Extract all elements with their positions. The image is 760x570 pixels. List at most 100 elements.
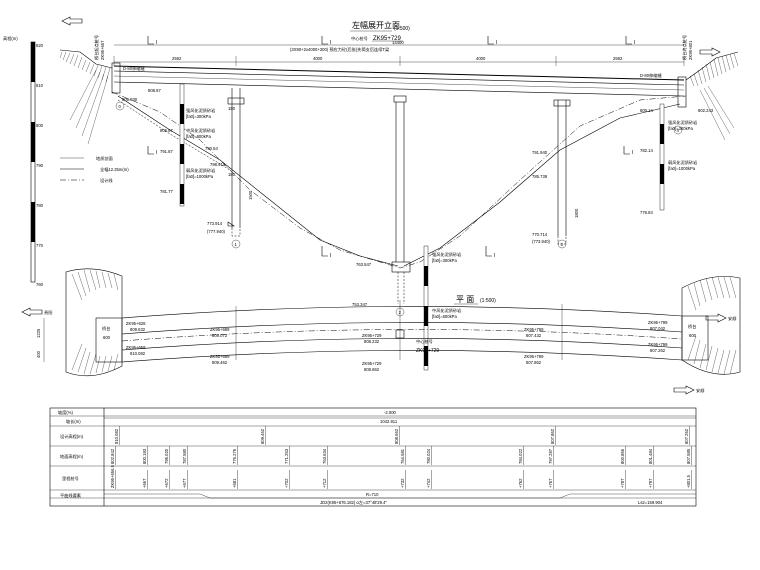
elev-label: 800.14 [640, 108, 653, 113]
plan-bottom-right-arrow-icon [673, 385, 695, 395]
abutment-label: 桥台 [102, 325, 110, 332]
legend-item: 设计线 [100, 177, 113, 184]
soil-value: [fa0]=300kPa [668, 126, 693, 131]
ground-elev-value: 776.276 [232, 448, 237, 464]
right-direction-arrow-icon [699, 47, 721, 57]
section-marker: I [330, 253, 331, 259]
left-abutment-slope [59, 49, 113, 145]
elev-label: 802.243 [698, 108, 714, 113]
expansion-joint-right: D-80伸缩缝 [640, 72, 662, 79]
profile-table: 坡度(%) 坡长(m) 设计高程(m) 地面高程(m) 里程桩号 平曲线要素 -… [49, 407, 697, 507]
elev-tick: 790 [36, 163, 44, 168]
station-id: ZK95+689 [210, 354, 230, 359]
soil-notes: 强风化泥质砂岩 [fa0]=300kPa 中风化泥质砂岩 [fa0]=600kP… [186, 107, 697, 319]
elev-label: 806.87 [160, 128, 173, 133]
dim-label: 150 [228, 106, 236, 111]
table-row-label: 平曲线要素 [60, 492, 81, 499]
station-id: ZK95+799 [648, 342, 668, 347]
legend-item: 全幅12.25m(m) [100, 166, 129, 173]
center-station: ZK95+729 [373, 36, 402, 42]
elev-tick: 780 [36, 203, 44, 208]
soil-value: [fa0]=1000kPa [668, 166, 696, 171]
soil-note: 弱风化泥质砂岩 [668, 159, 697, 166]
station-id: ZK95+769 [524, 354, 544, 359]
ground-line [111, 91, 687, 269]
elevation-view: 左幅展开立面 (1:500) 中心桩号 ZK95+729 高程(m) 820 8… [3, 16, 739, 371]
ground-elev-value: 802.842 [110, 448, 115, 464]
table-row-label: 坡长(m) [66, 418, 81, 425]
expansion-joint-left: D-80伸缩缝 [123, 65, 145, 72]
bridge-deck [111, 62, 687, 108]
station-elev: 809.462 [212, 360, 228, 365]
plan-arrow-label: 贵阳 [44, 309, 52, 316]
elev-label: 773.914 [207, 221, 223, 226]
station-id: ZK95+729 [362, 361, 382, 366]
elev-label: 776.84 [640, 210, 653, 215]
slope-length-value: 1042.911 [380, 419, 398, 424]
station-elev: 807.042 [650, 326, 666, 331]
station-id: ZK95+799 [648, 320, 668, 325]
elev-label: 808.87 [148, 88, 161, 93]
station-value: +742 [426, 478, 431, 488]
plan-center-station: ZK95+729 [416, 348, 439, 354]
design-elev-value: 807.862 [550, 428, 555, 444]
soil-value: [fa0]=300kPa [432, 258, 457, 263]
left-direction-arrow-icon [61, 16, 83, 26]
span-length: 4000 [476, 56, 486, 61]
curve-radius: R=710 [366, 492, 379, 497]
soil-note: 弱风化泥质砂岩 [186, 167, 215, 174]
station-elev: 807.432 [526, 333, 542, 338]
elev-label: (773.940) [532, 239, 551, 244]
section-marker: I [156, 40, 157, 46]
elev-label: (777.940) [207, 229, 226, 234]
ground-elev-value: 801.484 [648, 448, 653, 464]
left-elevation-labels: 809.930 808.87 806.87 791.87 781.77 773.… [122, 88, 253, 234]
station-id: ZK95+628 [126, 321, 146, 326]
plan-right-cone [681, 276, 741, 375]
plan-left-arrow-icon [21, 307, 43, 317]
elev-label: 785.739 [532, 174, 548, 179]
plan-deck-centerline [121, 322, 683, 335]
legend-title: 地质剖面 [96, 155, 113, 162]
elev-label: 781.77 [160, 189, 173, 194]
width-dim: 1225 [36, 328, 41, 338]
soil-value: [fa0]=600kPa [186, 134, 211, 139]
dim-label: 1800 [574, 208, 579, 218]
station-elev: 810.082 [130, 351, 146, 356]
station-value: +762 [518, 478, 523, 488]
station-elev: 808.662 [364, 367, 380, 372]
pier-number: 3 [561, 242, 564, 247]
right-station-vertical: ZK95+801 [688, 40, 693, 60]
ground-elev-value: 800.866 [620, 448, 625, 464]
ground-elev-value: 784.022 [518, 448, 523, 464]
elev-label: 770.714 [532, 232, 548, 237]
ground-elev-value: 787.580 [182, 448, 187, 464]
pier-2 [391, 95, 411, 304]
station-value: +702 [284, 478, 289, 488]
elev-label: 763.547 [356, 262, 372, 267]
table-row-label: 坡度(%) [58, 409, 73, 416]
design-elev-value: 808.662 [394, 428, 399, 444]
ground-elev-value: 797.297 [548, 448, 553, 464]
station-value: +767 [548, 478, 553, 488]
borehole-columns [179, 83, 665, 371]
ground-elev-value: 795.020 [164, 448, 169, 464]
elev-tick: 820 [36, 43, 44, 48]
ground-elev-value: 807.585 [686, 448, 691, 464]
section-marker: I [496, 40, 497, 46]
station-value: +677 [182, 478, 187, 488]
station-id: ZK95+659 [126, 345, 146, 350]
plan-station-labels: ZK95+628 809.632 ZK95+659 810.082 ZK95+6… [126, 320, 668, 372]
table-row-label: 设计高程(m) [60, 433, 84, 440]
elev-label: 791.940 [532, 150, 548, 155]
dim-label: 180 [228, 172, 236, 177]
pier-number: 0 [119, 104, 122, 109]
station-id: ZK95+689 [210, 327, 230, 332]
grade-value: -2.000 [384, 410, 397, 415]
soil-value: [fa0]=1000kPa [186, 174, 214, 179]
station-elev: 807.262 [650, 348, 666, 353]
elev-axis-label: 高程(m) [3, 35, 18, 42]
pier-1 [227, 88, 245, 237]
station-value: ZK95+656.5 [110, 464, 115, 488]
